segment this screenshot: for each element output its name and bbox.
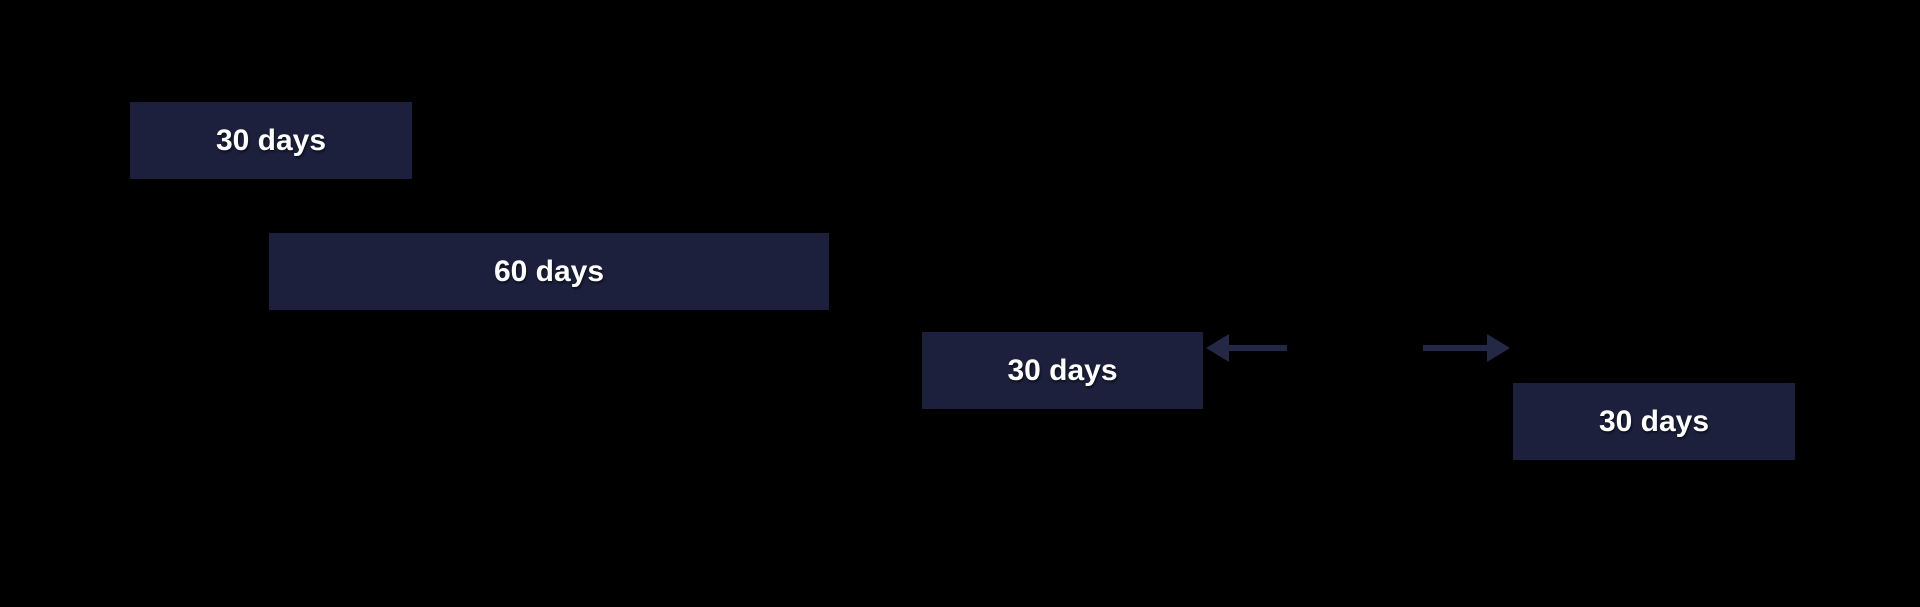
duration-bar-1: 30 days: [130, 102, 412, 179]
duration-bar-3: 30 days: [922, 332, 1203, 409]
right-arrowhead: [1487, 334, 1510, 362]
duration-label: 30 days: [1007, 353, 1118, 387]
duration-label: 60 days: [493, 254, 605, 288]
duration-bar-4: 30 days: [1513, 383, 1795, 460]
left-arrow-icon: [1206, 334, 1287, 362]
duration-label: 30 days: [215, 123, 327, 157]
right-arrow-shaft: [1423, 345, 1489, 351]
left-arrowhead: [1206, 334, 1229, 362]
right-arrow-icon: [1423, 334, 1510, 362]
left-arrow-shaft: [1226, 345, 1287, 351]
duration-label: 30 days: [1598, 404, 1710, 438]
duration-bar-2: 60 days: [269, 233, 829, 310]
